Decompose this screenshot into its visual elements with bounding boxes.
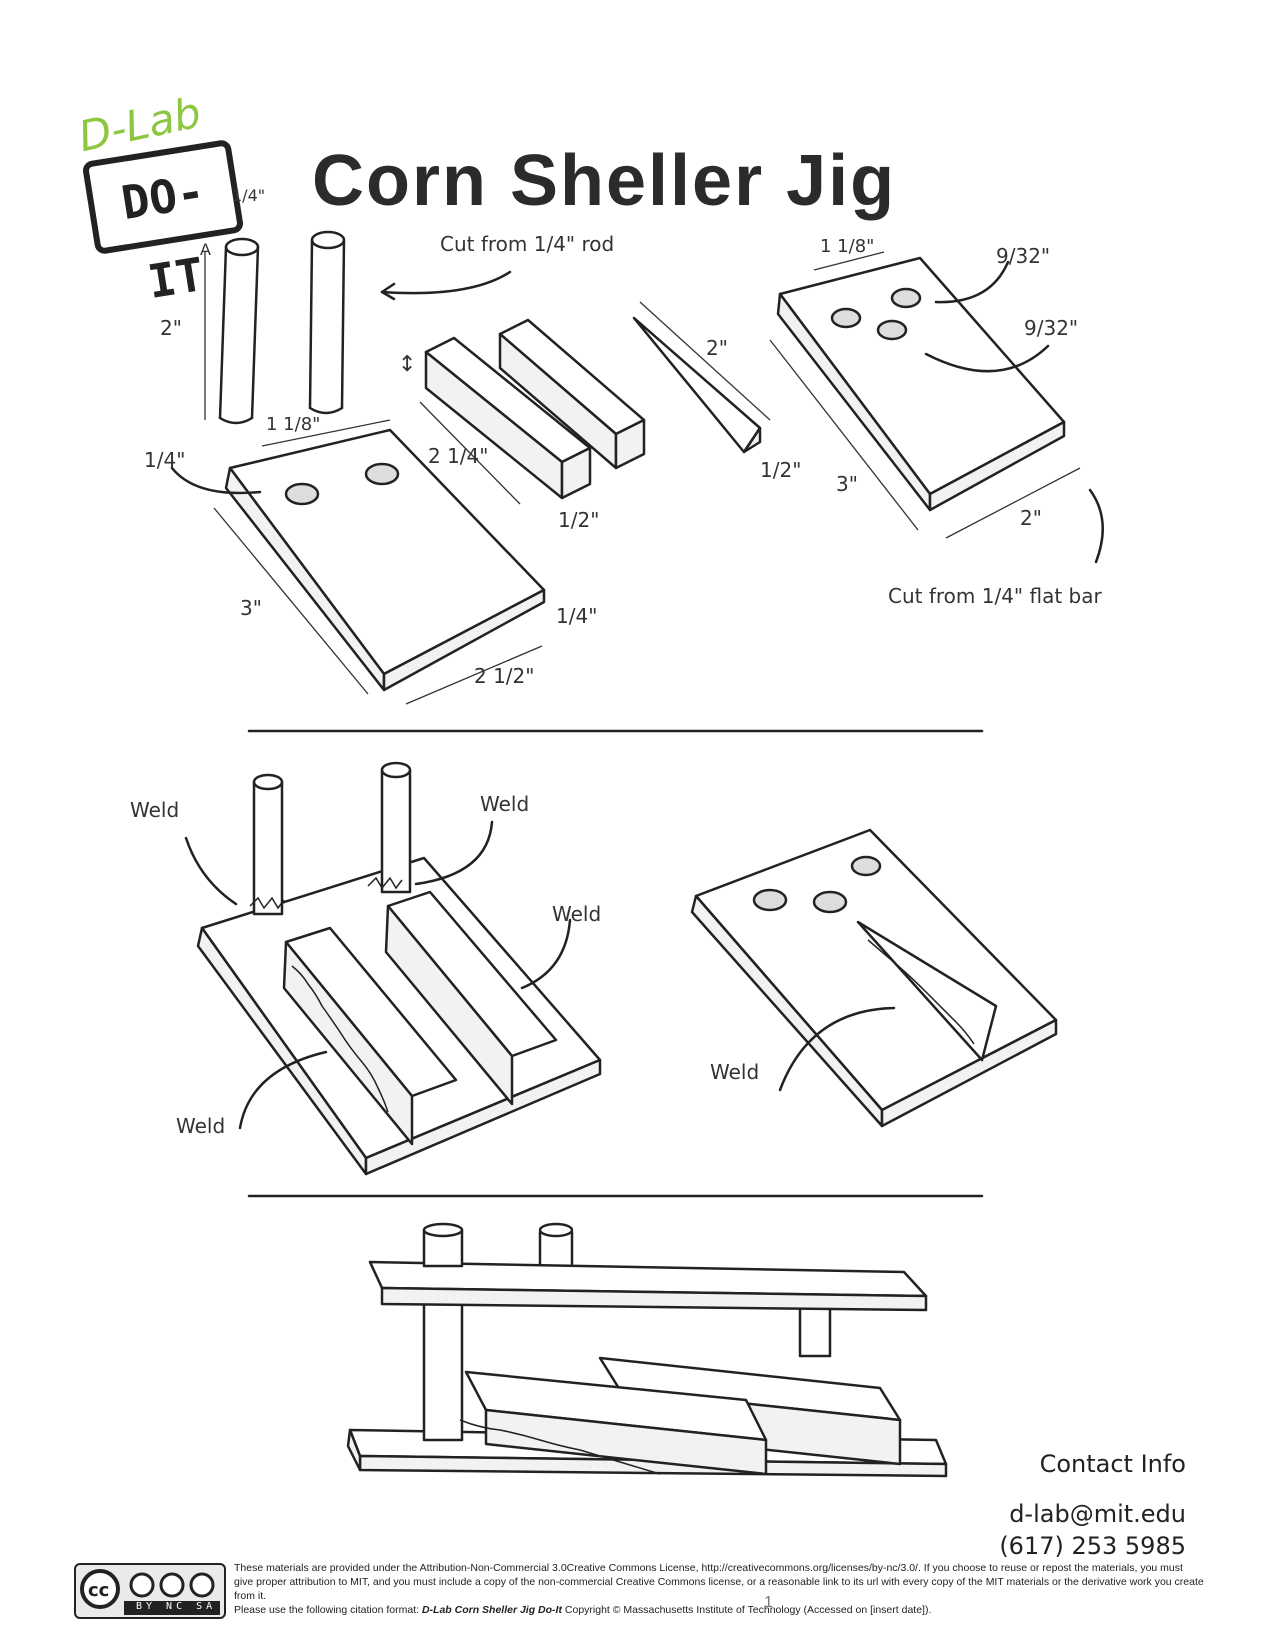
bar-left — [424, 336, 592, 500]
svg-text:cc: cc — [88, 1580, 109, 1601]
wedge-length-label: 2" — [706, 336, 728, 360]
page-title: Corn Sheller Jig — [312, 141, 897, 221]
weld-label: Weld — [480, 792, 530, 816]
license-text: These materials are provided under the A… — [234, 1561, 1204, 1617]
base-hole-label: 1/4" — [144, 448, 186, 472]
contact-heading: Contact Info — [1039, 1450, 1186, 1478]
rod-height-label: 2" — [160, 316, 182, 340]
wedge-width-label: 1/2" — [760, 458, 802, 482]
weld-label: Weld — [176, 1114, 226, 1138]
base-length-label: 3" — [240, 596, 262, 620]
page-number: 1 — [764, 1594, 773, 1611]
top-hole-b-label: 9/32" — [1024, 316, 1079, 340]
citation-line: Please use the following citation format… — [234, 1603, 1204, 1617]
base-width-label: 2 1/2" — [474, 664, 535, 688]
weld-label: Weld — [130, 798, 180, 822]
weld-label: Weld — [552, 902, 602, 926]
bar-width-label: 1/2" — [558, 508, 600, 532]
weld-view-left — [196, 761, 602, 1176]
base-thickness-label: 1/4" — [556, 604, 598, 628]
rod-note: Cut from 1/4" rod — [440, 232, 615, 256]
cc-badge-text: BY NC SA — [136, 1601, 217, 1612]
license-body: These materials are provided under the A… — [234, 1562, 1204, 1602]
cc-license-badge[interactable]: cc BY NC SA — [74, 1563, 226, 1619]
top-hole-a-label: 9/32" — [996, 244, 1051, 268]
base-hole-spacing-label: 1 1/8" — [266, 414, 321, 435]
citation-prefix: Please use the following citation format… — [234, 1604, 420, 1616]
cc-icon: cc — [80, 1569, 220, 1615]
contact-phone: (617) 253 5985 — [999, 1532, 1186, 1560]
top-plate — [776, 256, 1066, 512]
bar-right — [498, 318, 646, 470]
flatbar-note: Cut from 1/4" flat bar — [888, 584, 1102, 608]
wedge — [632, 316, 762, 454]
rod-label-a: A — [200, 240, 211, 259]
top-hole-spacing-label: 1 1/8" — [820, 236, 875, 257]
weld-view-right — [690, 828, 1058, 1128]
rod-left — [218, 237, 260, 425]
base-plate — [224, 428, 546, 692]
weld-label: Weld — [710, 1060, 760, 1084]
top-length-label: 3" — [836, 472, 858, 496]
assembled-jig — [346, 1222, 948, 1478]
citation-suffix: Copyright © Massachusetts Institute of T… — [564, 1604, 932, 1616]
bar-height-marker: ↕ — [398, 352, 417, 377]
contact-email[interactable]: d-lab@mit.edu — [1009, 1500, 1186, 1528]
top-width-label: 2" — [1020, 506, 1042, 530]
citation-title: D-Lab Corn Sheller Jig Do-It — [421, 1604, 562, 1616]
rod-right — [308, 230, 346, 415]
rod-diameter-label: 1/4" — [232, 186, 266, 205]
contact-block: d-lab@mit.edu (617) 253 5985 — [999, 1498, 1186, 1562]
bar-length-label: 2 1/4" — [428, 444, 489, 468]
